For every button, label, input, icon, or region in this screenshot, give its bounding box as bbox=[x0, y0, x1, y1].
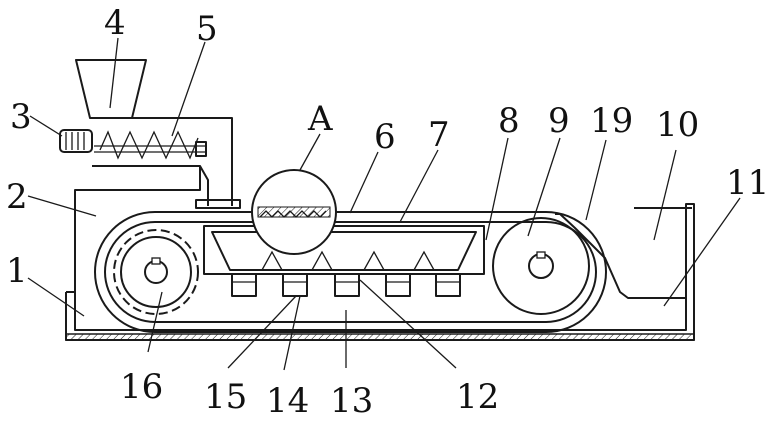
conveyor-belt bbox=[94, 211, 607, 333]
nozzle-row bbox=[231, 273, 461, 297]
screw-conveyor bbox=[99, 130, 199, 160]
label-a: A bbox=[307, 99, 333, 139]
detail-circle-a bbox=[251, 169, 337, 255]
label-2: 2 bbox=[6, 177, 28, 217]
label-3: 3 bbox=[10, 97, 32, 137]
drive-sprocket bbox=[113, 229, 199, 315]
label-9: 9 bbox=[548, 101, 570, 141]
inner-tray bbox=[203, 225, 485, 297]
frame-housing bbox=[65, 189, 695, 341]
motor bbox=[59, 129, 93, 153]
label-19: 19 bbox=[590, 101, 633, 141]
driven-roller bbox=[492, 217, 590, 315]
label-8: 8 bbox=[498, 101, 520, 141]
label-12: 12 bbox=[456, 377, 499, 417]
label-16: 16 bbox=[120, 367, 163, 407]
leader-lines bbox=[27, 37, 741, 371]
hopper bbox=[75, 59, 147, 119]
feed-assembly bbox=[59, 59, 241, 209]
label-13: 13 bbox=[330, 381, 373, 421]
label-15: 15 bbox=[204, 377, 247, 417]
base-plate-hatching bbox=[65, 333, 695, 341]
label-7: 7 bbox=[428, 115, 450, 155]
label-5: 5 bbox=[196, 9, 218, 49]
label-11: 11 bbox=[726, 163, 768, 203]
label-4: 4 bbox=[104, 3, 126, 43]
label-14: 14 bbox=[266, 381, 309, 421]
reference-numerals: 1 2 3 4 5 A 6 7 8 9 19 10 11 16 15 14 13… bbox=[6, 3, 768, 421]
label-1: 1 bbox=[6, 251, 28, 291]
label-10: 10 bbox=[656, 105, 699, 145]
label-6: 6 bbox=[374, 117, 396, 157]
